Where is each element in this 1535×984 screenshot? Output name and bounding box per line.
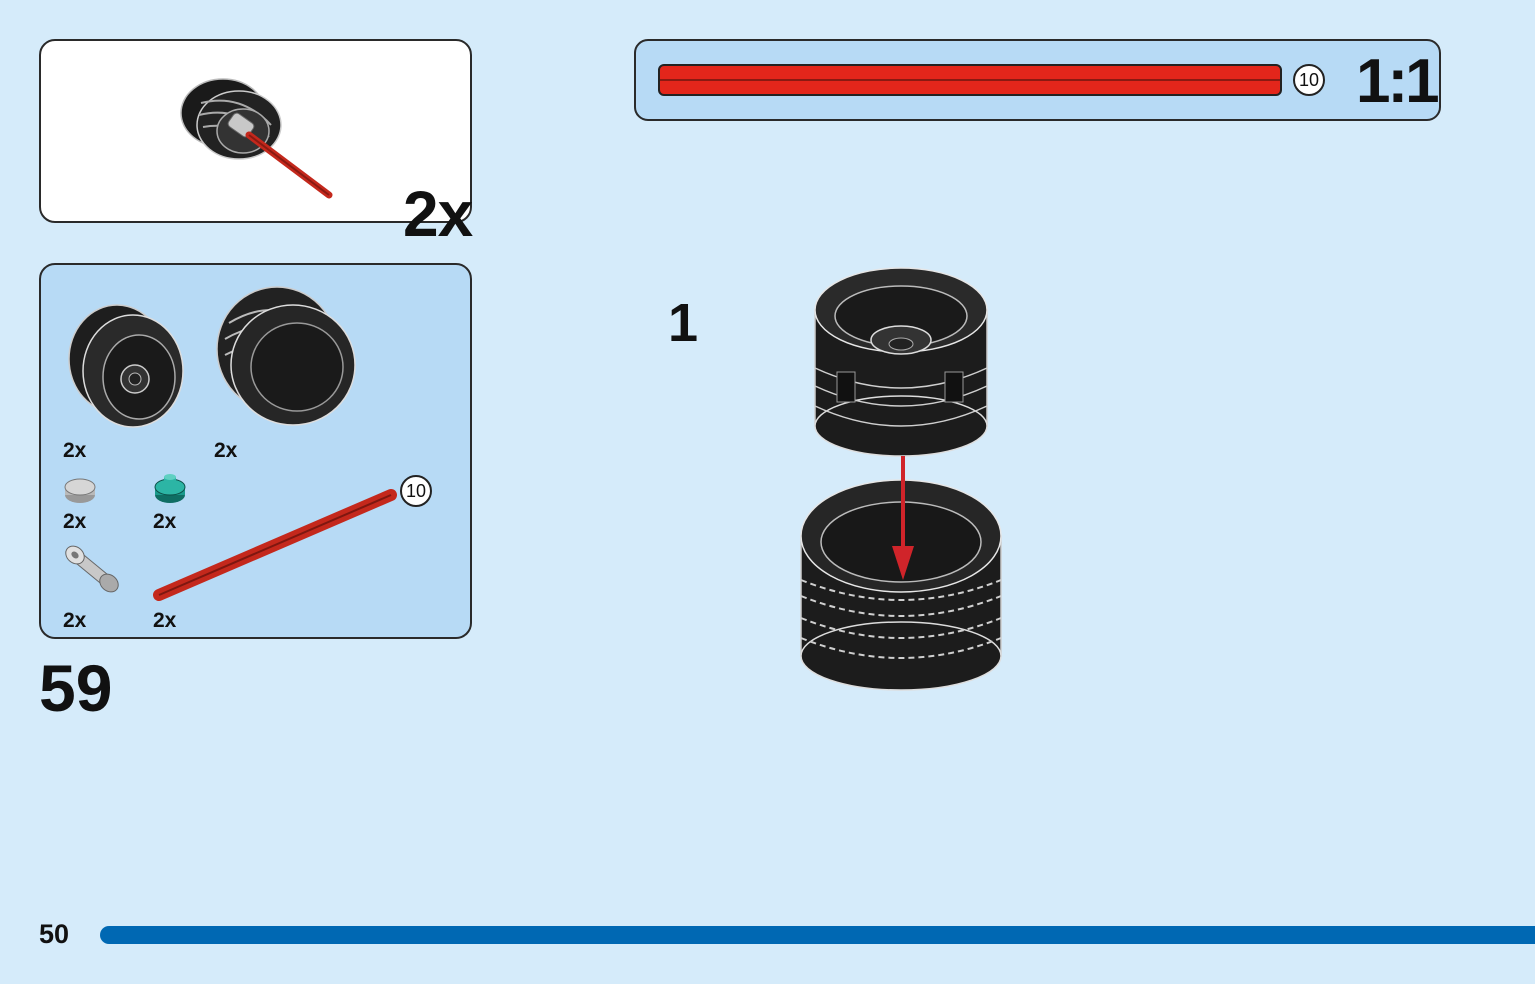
part-qty-rim: 2x <box>63 439 87 462</box>
step-number: 59 <box>39 651 113 725</box>
rim-part <box>814 267 988 457</box>
part-qty-connector: 2x <box>63 609 87 632</box>
ruler-length-badge: 10 <box>1293 64 1325 96</box>
round-plate-icon <box>64 478 96 503</box>
assembly-illustration <box>800 267 1002 691</box>
axle-icon <box>153 489 397 601</box>
parts-list: 2x 2x 2x 2x 2x 10 2x <box>39 263 472 639</box>
scale-label: 1:1 <box>1356 47 1440 116</box>
sub-step-number: 1 <box>668 293 699 353</box>
part-qty-tire: 2x <box>214 439 238 462</box>
page-number: 50 <box>39 919 70 949</box>
rim-icon <box>68 304 184 428</box>
axle-ruler <box>658 64 1282 96</box>
page-progress-bar <box>100 926 1535 944</box>
wheel-with-axle-icon <box>180 78 333 199</box>
connector-icon <box>65 545 119 593</box>
part-qty-axle: 2x <box>153 609 177 632</box>
tire-part <box>800 479 1002 691</box>
scale-ruler-panel: 10 <box>634 39 1441 121</box>
part-qty-plate-gray: 2x <box>63 510 87 533</box>
sub-assembly-quantity: 2x <box>403 178 473 250</box>
axle-length-badge: 10 <box>400 475 432 507</box>
assembly-arrow-head <box>892 546 914 580</box>
round-plate-icon <box>154 474 186 503</box>
tire-icon <box>216 286 356 426</box>
part-qty-plate-teal: 2x <box>153 510 177 533</box>
sub-assembly-callout: 2x <box>39 39 473 250</box>
